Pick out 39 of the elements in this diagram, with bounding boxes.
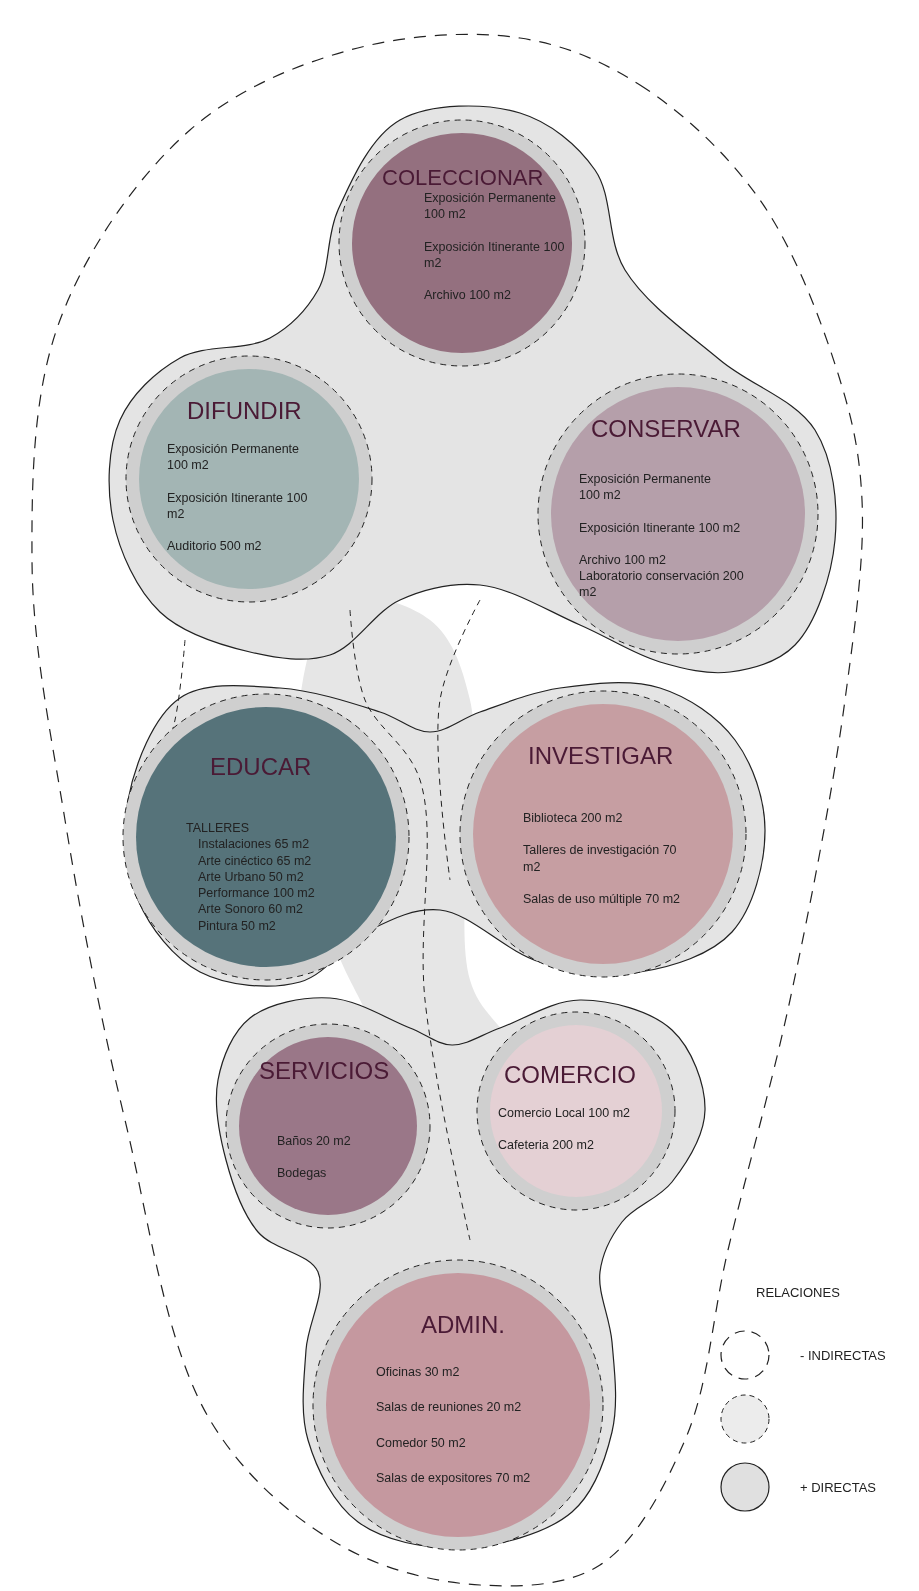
space-item: Exposición Permanente 100 m2 — [167, 441, 301, 474]
space-item: Talleres de investigación 70 m2 — [523, 842, 678, 875]
space-item: Arte Urbano 50 m2 — [198, 868, 305, 885]
space-item: Comercio Local 100 m2 — [498, 1105, 631, 1122]
space-item: Arte Sonoro 60 m2 — [198, 901, 304, 918]
space-item: Oficinas 30 m2 — [376, 1364, 461, 1381]
space-item: Performance 100 m2 — [198, 885, 316, 902]
space-item: Archivo 100 m2 — [579, 551, 667, 568]
space-item: Salas de expositores 70 m2 — [376, 1469, 532, 1486]
space-item: Salas de reuniones 20 m2 — [376, 1399, 523, 1416]
circle-heading: ADMIN. — [421, 1313, 505, 1337]
space-item: Archivo 100 m2 — [424, 287, 512, 304]
space-item: Biblioteca 200 m2 — [523, 810, 624, 827]
circle-heading: EDUCAR — [210, 755, 312, 779]
circle-heading: CONSERVAR — [591, 417, 741, 441]
space-item: Exposición Itinerante 100 m2 — [424, 238, 566, 271]
space-item: Exposición Itinerante 100 m2 — [167, 489, 309, 522]
space-item: Arte cinéctico 65 m2 — [198, 852, 313, 869]
circle-heading: SERVICIOS — [259, 1059, 390, 1083]
circle-heading: DIFUNDIR — [187, 399, 302, 423]
space-item: Auditorio 500 m2 — [167, 538, 263, 555]
legend-text: - INDIRECTAS — [800, 1348, 886, 1363]
space-item: Comedor 50 m2 — [376, 1434, 467, 1451]
circle-heading: INVESTIGAR — [528, 744, 674, 768]
space-item: Pintura 50 m2 — [198, 917, 277, 934]
space-item: Exposición Permanente 100 m2 — [579, 471, 713, 504]
space-item: TALLERES — [186, 820, 250, 837]
circle-heading: COLECCIONAR — [382, 167, 544, 189]
space-item: Bodegas — [277, 1165, 328, 1182]
space-item: Salas de uso múltiple 70 m2 — [523, 890, 682, 907]
space-item: Exposición Permanente 100 m2 — [424, 190, 558, 223]
space-item: Instalaciones 65 m2 — [198, 836, 311, 853]
space-item: Laboratorio conservación 200 m2 — [579, 568, 744, 601]
space-item: Cafeteria 200 m2 — [498, 1137, 595, 1154]
legend-title: RELACIONES — [756, 1285, 840, 1300]
legend-text: + DIRECTAS — [800, 1480, 876, 1495]
space-item: Exposición Itinerante 100 m2 — [579, 519, 742, 536]
space-item: Baños 20 m2 — [277, 1133, 352, 1150]
circle-heading: COMERCIO — [504, 1063, 636, 1087]
